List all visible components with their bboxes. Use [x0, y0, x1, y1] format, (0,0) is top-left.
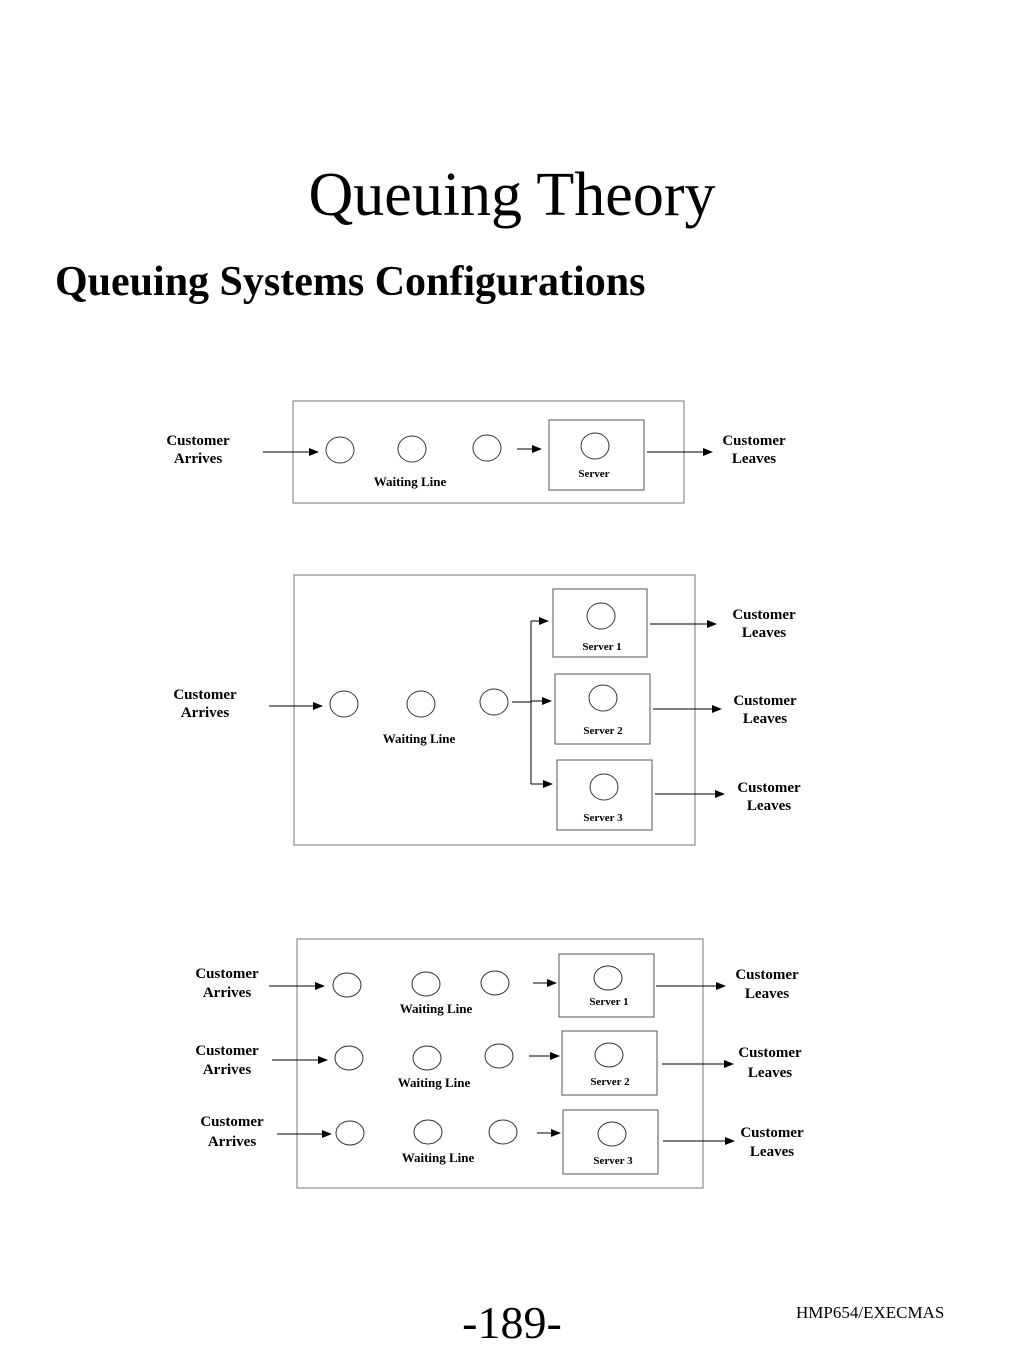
server-box — [552, 588, 648, 658]
customer-leaves-label: Leaves — [748, 1065, 792, 1081]
page-title: Queuing Theory — [308, 161, 716, 229]
customer-circle — [580, 432, 610, 460]
customer-circle — [488, 1119, 518, 1145]
multi-server-diagram: Customer Arrives Waiting Line Server 1 S… — [173, 574, 801, 846]
customer-leaves-label: Leaves — [747, 798, 791, 814]
customer-leaves-label: Customer — [737, 780, 801, 796]
customer-circle — [586, 602, 616, 630]
server-3-label: Server 3 — [593, 1155, 633, 1167]
server-box — [554, 673, 651, 745]
server-box — [556, 759, 653, 831]
server-box — [561, 1030, 658, 1096]
customer-leaves-label: Leaves — [732, 451, 776, 467]
customer-circle — [329, 690, 359, 718]
server-3-label: Server 3 — [583, 812, 623, 824]
customer-circle — [479, 688, 509, 716]
customer-circle — [484, 1043, 514, 1069]
customer-circle — [334, 1045, 364, 1071]
customer-leaves-label: Customer — [733, 693, 797, 709]
customer-arrives-label: Arrives — [208, 1134, 256, 1150]
section-subtitle: Queuing Systems Configurations — [55, 259, 646, 305]
customer-arrives-label: Customer — [166, 433, 230, 449]
customer-circle — [411, 971, 441, 997]
customer-arrives-label: Customer — [195, 1043, 259, 1059]
waiting-line-label: Waiting Line — [402, 1150, 475, 1165]
server-1-label: Server 1 — [589, 996, 628, 1008]
server-2-label: Server 2 — [583, 725, 623, 737]
customer-circle — [413, 1119, 443, 1145]
waiting-line-label: Waiting Line — [400, 1001, 473, 1016]
customer-circle — [332, 972, 362, 998]
waiting-line-label: Waiting Line — [374, 474, 447, 489]
waiting-line-label: Waiting Line — [383, 731, 456, 746]
multi-line-diagram: Customer Arrives Waiting Line Server 1 C… — [195, 938, 804, 1189]
customer-circle — [335, 1120, 365, 1146]
customer-arrives-label: Arrives — [181, 705, 229, 721]
server-box — [548, 419, 645, 491]
customer-leaves-label: Customer — [722, 433, 786, 449]
customer-circle — [589, 773, 619, 801]
customer-leaves-label: Leaves — [743, 711, 787, 727]
customer-leaves-label: Customer — [735, 967, 799, 983]
customer-arrives-label: Customer — [195, 966, 259, 982]
server-box — [562, 1109, 659, 1175]
customer-circle — [597, 1121, 627, 1147]
customer-leaves-label: Customer — [738, 1045, 802, 1061]
customer-arrives-label: Arrives — [203, 985, 251, 1001]
server-label: Server — [578, 468, 609, 480]
customer-leaves-label: Leaves — [745, 986, 789, 1002]
customer-arrives-label: Customer — [173, 687, 237, 703]
customer-leaves-label: Customer — [740, 1125, 804, 1141]
customer-circle — [480, 970, 510, 996]
customer-circle — [406, 690, 436, 718]
page-number: -189- — [462, 1297, 562, 1348]
system-boundary-2 — [293, 574, 696, 846]
customer-circle — [325, 436, 355, 464]
customer-arrives-label: Arrives — [174, 451, 222, 467]
customer-circle — [397, 435, 427, 463]
customer-circle — [594, 1042, 624, 1068]
customer-circle — [593, 965, 623, 991]
waiting-line-label: Waiting Line — [398, 1075, 471, 1090]
customer-arrives-label: Arrives — [203, 1062, 251, 1078]
server-1-label: Server 1 — [582, 641, 621, 653]
customer-circle — [588, 684, 618, 712]
customer-leaves-label: Leaves — [750, 1144, 794, 1160]
customer-leaves-label: Customer — [732, 607, 796, 623]
course-code: HMP654/EXECMAS — [796, 1303, 945, 1322]
customer-leaves-label: Leaves — [742, 625, 786, 641]
single-channel-diagram: Customer Arrives Waiting Line Server Cus… — [166, 400, 786, 504]
server-box — [558, 953, 655, 1018]
customer-arrives-label: Customer — [200, 1114, 264, 1130]
customer-circle — [472, 434, 502, 462]
customer-circle — [412, 1045, 442, 1071]
server-2-label: Server 2 — [590, 1076, 630, 1088]
